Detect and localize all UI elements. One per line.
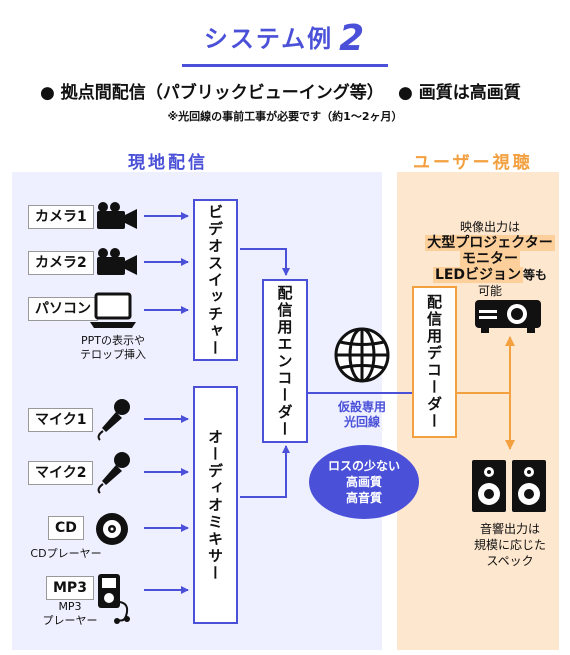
projector-icon [475,300,541,333]
pc-label: パソコン [28,297,98,321]
video-output-caption: 映像出力は 大型プロジェクター モニター LEDビジョン等も 可能 [425,219,555,299]
decoder-label: 配信用デコーダー [425,294,443,430]
video-output-line1: 映像出力は [459,220,520,234]
line-label: 仮設専用 光回線 [320,400,404,430]
mp3-caption-line1: MP3 [58,600,82,613]
cd-label: CD [48,516,84,540]
quality-bubble-line1: ロスの少ない [327,459,400,473]
feature-1: ● 拠点間配信（パブリックビューイング等） [40,83,384,103]
line-label-2: 光回線 [343,415,380,429]
mp3-caption-line2: プレーヤー [42,614,98,627]
video-output-monitor: モニター [460,251,520,267]
audio-output-line2: 規模に応じた [473,538,546,552]
audio-output-line1: 音響出力は [479,522,540,536]
audio-mixer-label: オーディオミキサー [206,428,224,582]
local-section-title: 現地配信 [128,153,208,173]
viewer-section-title: ユーザー視聴 [413,153,533,173]
quality-bubble-line2: 高画質 [345,475,382,489]
encoder-label: 配信用エンコーダー [275,284,294,438]
mp3-label: MP3 [46,576,94,600]
video-output-led: LEDビジョン [432,267,524,283]
note: ※光回線の事前工事が必要です（約1〜2ヶ月） [167,110,403,123]
audio-mixer: オーディオミキサー [193,386,238,624]
quality-bubble: ロスの少ない 高画質 高音質 [309,445,419,519]
title-number: 2 [339,18,367,59]
mp3-player-icon [98,574,130,624]
video-output-projector: 大型プロジェクター [425,235,555,251]
video-camera-icon [97,202,137,229]
decoder: 配信用デコーダー [412,286,457,438]
audio-output-caption: 音響出力は 規模に応じた スペック [450,521,570,569]
pc-caption-line2: テロップ挿入 [80,348,146,361]
globe-icon [334,327,390,383]
microphone-icon [97,399,130,441]
feature-2: ● 画質は高画質 [398,83,521,103]
mic-2-label: マイク2 [28,461,94,485]
video-camera-icon [97,248,137,275]
video-switcher-label: ビデオスイッチャー [206,203,224,357]
title-underline [182,64,388,67]
laptop-icon [90,292,136,328]
video-switcher: ビデオスイッチャー [193,199,238,361]
quality-bubble-line3: 高音質 [345,491,382,505]
mp3-caption: MP3 プレーヤー [40,600,100,628]
cd-icon [96,513,128,545]
video-output-possible: 可能 [477,284,502,298]
camera-1-label: カメラ1 [28,205,94,229]
audio-output-line3: スペック [486,554,534,568]
microphone-icon [97,452,130,494]
encoder: 配信用エンコーダー [262,279,308,443]
video-output-etc: 等も [523,268,548,282]
line-label-1: 仮設専用 [337,400,386,414]
camera-2-label: カメラ2 [28,251,94,275]
pc-caption-line1: PPTの表示や [81,334,145,347]
cd-caption: CDプレーヤー [30,547,102,560]
speaker-icon [472,460,546,512]
mic-1-label: マイク1 [28,408,94,432]
pc-caption: PPTの表示や テロップ挿入 [68,334,158,362]
title-text: システム例 [203,25,334,53]
